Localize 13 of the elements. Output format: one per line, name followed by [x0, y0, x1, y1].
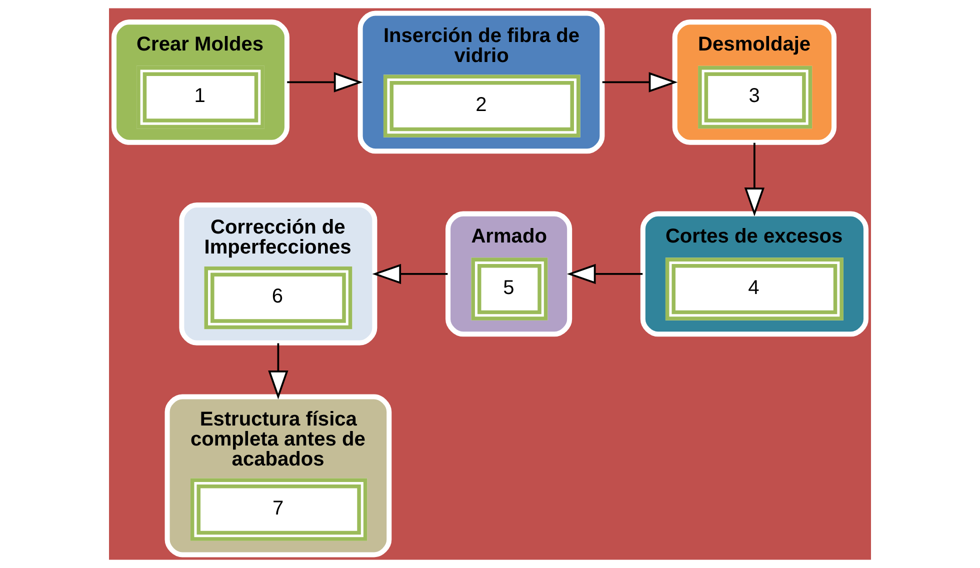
- node-box: Corrección de Imperfecciones 6: [179, 202, 378, 346]
- node-box: Cortes de excesos 4: [640, 211, 868, 337]
- arrow: [287, 72, 363, 92]
- arrow: [268, 343, 288, 400]
- arrow: [372, 264, 448, 284]
- arrow: [602, 72, 678, 92]
- node-box: Estructura física completa antes de acabados 7: [164, 394, 392, 558]
- node-box: Inserción de fibra de vidrio 2: [358, 10, 605, 154]
- node-box: Armado 5: [446, 211, 572, 337]
- node-box: Desmoldaje 3: [672, 20, 837, 145]
- arrow: [566, 264, 643, 284]
- arrow: [744, 142, 765, 216]
- node-box: Crear Moldes 1: [112, 20, 290, 145]
